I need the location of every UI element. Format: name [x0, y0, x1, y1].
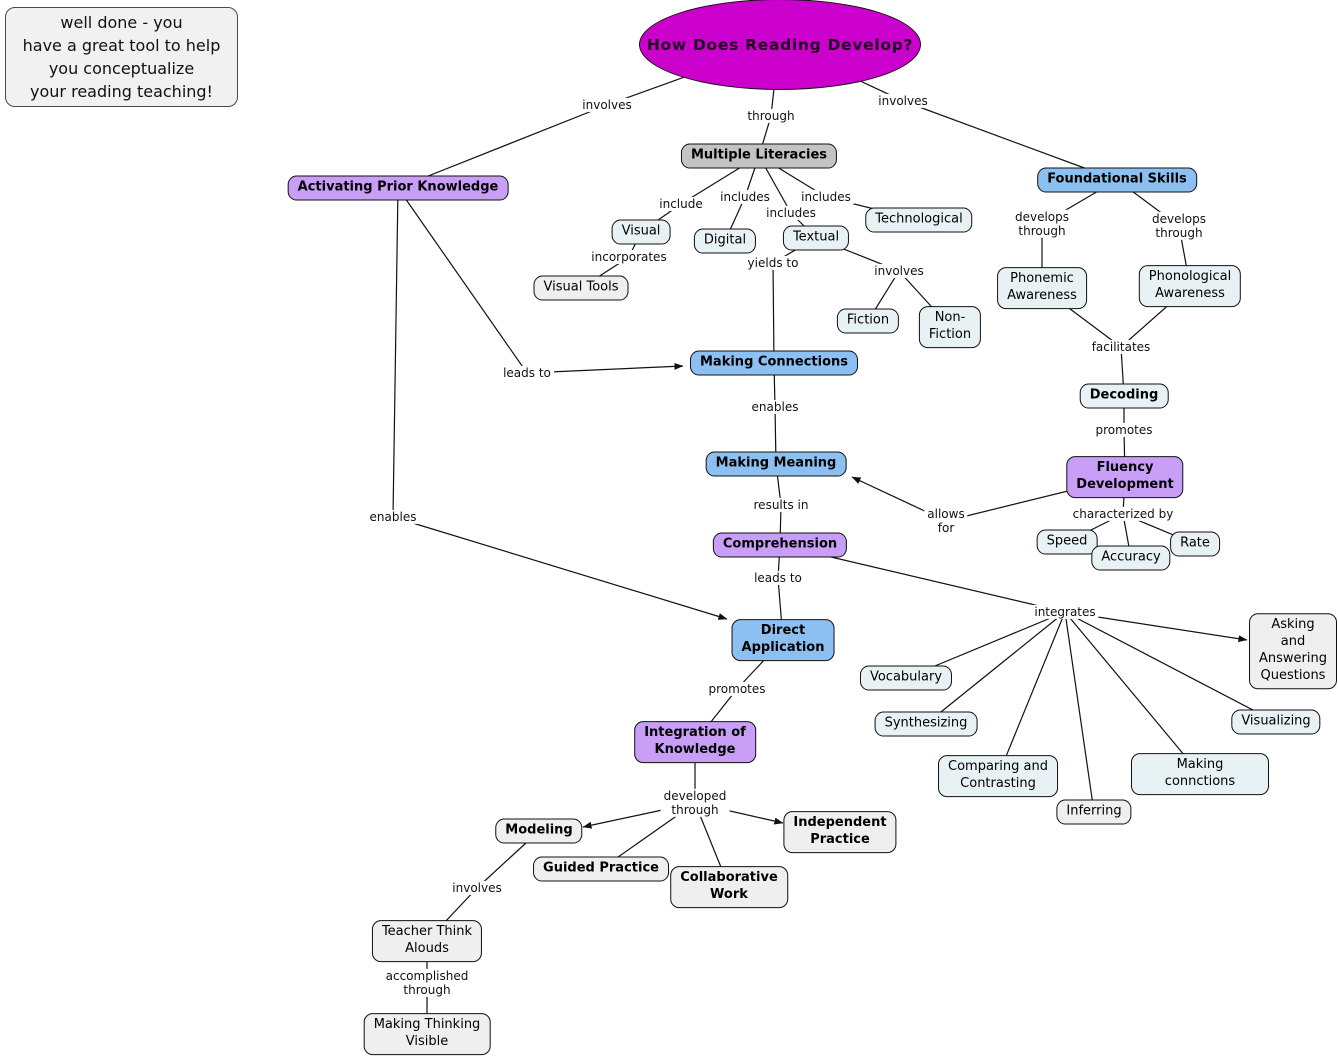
link-label-develops-through-1[interactable]: develops through [1011, 209, 1073, 239]
node-decoding[interactable]: Decoding [1079, 383, 1169, 409]
link-label-includes-2[interactable]: includes [763, 205, 819, 221]
node-root-question[interactable]: How Does Reading Develop? [639, 0, 921, 90]
node-foundational-skills[interactable]: Foundational Skills [1037, 167, 1197, 193]
link-label-develops-through-2[interactable]: develops through [1148, 211, 1210, 241]
node-textual[interactable]: Textual [782, 225, 850, 251]
edge-line [1064, 611, 1277, 723]
edge-line [1064, 611, 1095, 813]
node-making-connctions[interactable]: Making connctions [1131, 753, 1269, 795]
edge-line [397, 187, 528, 374]
edge-line [772, 262, 775, 364]
node-technological[interactable]: Technological [865, 207, 973, 233]
link-label-accomplished-through[interactable]: accomplished through [382, 968, 472, 998]
link-label-includes-1[interactable]: includes [717, 189, 773, 205]
node-comparing-and-contrasting[interactable]: Comparing and Contrasting [938, 755, 1058, 797]
link-label-involves-4[interactable]: involves [449, 880, 505, 896]
annotation-note[interactable]: well done - you have a great tool to hel… [5, 7, 238, 107]
link-label-through[interactable]: through [744, 108, 798, 124]
node-speed[interactable]: Speed [1036, 529, 1098, 555]
node-modeling[interactable]: Modeling [495, 818, 583, 844]
node-making-thinking-visible[interactable]: Making Thinking Visible [363, 1013, 491, 1055]
edge-line [925, 611, 1066, 725]
node-collaborative-work[interactable]: Collaborative Work [670, 866, 788, 908]
node-direct-application[interactable]: Direct Application [731, 619, 835, 661]
node-visual[interactable]: Visual [611, 219, 671, 245]
link-label-allows-for[interactable]: allows for [924, 506, 968, 536]
edge-line [392, 516, 728, 620]
link-label-incorporates[interactable]: incorporates [588, 249, 670, 265]
node-non-fiction[interactable]: Non- Fiction [918, 306, 982, 348]
node-fiction[interactable]: Fiction [836, 308, 900, 334]
node-vocabulary[interactable]: Vocabulary [859, 665, 953, 691]
edge-line [997, 611, 1066, 777]
node-making-connections[interactable]: Making Connections [690, 350, 858, 376]
link-label-yields-to[interactable]: yields to [744, 255, 802, 271]
link-label-results-in[interactable]: results in [750, 497, 812, 513]
edge-line [397, 104, 608, 189]
node-comprehension[interactable]: Comprehension [712, 532, 848, 558]
link-label-promotes-2[interactable]: promotes [705, 681, 769, 697]
link-label-leads-to-2[interactable]: leads to [751, 570, 805, 586]
node-phonological-awareness[interactable]: Phonological Awareness [1138, 265, 1242, 307]
link-label-facilitates[interactable]: facilitates [1088, 339, 1154, 355]
node-visualizing[interactable]: Visualizing [1231, 709, 1321, 735]
node-accuracy[interactable]: Accuracy [1091, 545, 1171, 571]
link-label-developed-through[interactable]: developed through [660, 788, 730, 818]
node-synthesizing[interactable]: Synthesizing [874, 711, 978, 737]
link-label-enables-1[interactable]: enables [366, 509, 420, 525]
link-label-includes-3[interactable]: includes [798, 189, 854, 205]
node-teacher-think-alouds[interactable]: Teacher Think Alouds [371, 920, 483, 962]
link-label-involves-2[interactable]: involves [875, 93, 931, 109]
link-label-involves-3[interactable]: involves [871, 263, 927, 279]
node-fluency-development[interactable]: Fluency Development [1066, 456, 1184, 498]
link-label-include[interactable]: include [656, 196, 706, 212]
link-label-integrates[interactable]: integrates [1031, 604, 1099, 620]
node-making-meaning[interactable]: Making Meaning [705, 451, 847, 477]
edge-line [392, 187, 399, 518]
node-guided-practice[interactable]: Guided Practice [533, 856, 669, 882]
link-label-involves-1[interactable]: involves [579, 97, 635, 113]
node-independent-practice[interactable]: Independent Practice [783, 811, 897, 853]
node-visual-tools[interactable]: Visual Tools [533, 275, 629, 301]
node-inferring[interactable]: Inferring [1056, 799, 1132, 825]
node-digital[interactable]: Digital [693, 228, 757, 254]
link-label-enables-2[interactable]: enables [748, 399, 802, 415]
edge-line [902, 100, 1118, 181]
link-label-promotes-1[interactable]: promotes [1092, 422, 1156, 438]
node-multiple-literacies[interactable]: Multiple Literacies [680, 143, 838, 169]
node-rate[interactable]: Rate [1170, 531, 1220, 557]
node-phonemic-awareness[interactable]: Phonemic Awareness [997, 267, 1087, 309]
node-activating-prior-knowledge[interactable]: Activating Prior Knowledge [287, 175, 509, 201]
node-integration-of-knowledge[interactable]: Integration of Knowledge [634, 721, 756, 763]
node-asking-and-answering-questions[interactable]: Asking and Answering Questions [1249, 613, 1337, 689]
edge-line [1064, 611, 1201, 775]
link-label-leads-to-1[interactable]: leads to [500, 365, 554, 381]
link-label-characterized-by[interactable]: characterized by [1069, 506, 1177, 522]
